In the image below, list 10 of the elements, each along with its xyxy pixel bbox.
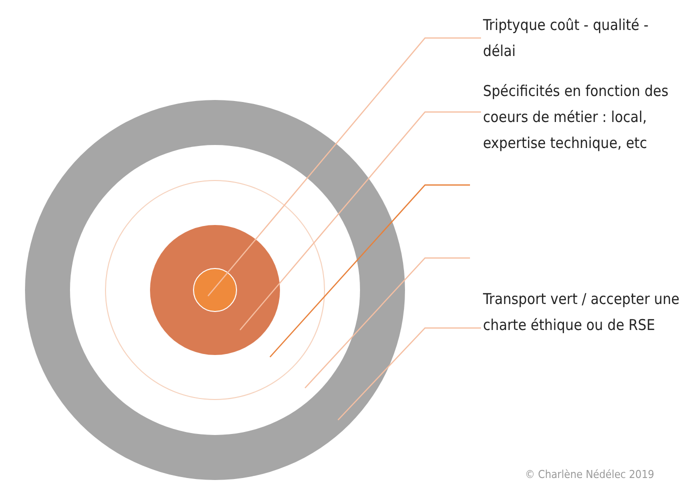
leader-line: [338, 327, 481, 420]
leader-line: [270, 184, 470, 358]
center-circle: [193, 268, 237, 312]
leader-line: [208, 37, 481, 296]
callout-text: Spécificités en fonction des coeurs de métier : local, expertise technique, etc: [483, 78, 683, 156]
copyright-note: © Charlène Nédélec 2019: [525, 468, 654, 481]
callout-text: Transport vert / accepter une charte éthique ou de RSE: [483, 286, 683, 338]
callout-text: Triptyque coût - qualité - délai: [483, 12, 683, 64]
leader-line: [304, 257, 470, 388]
leader-line: [240, 111, 481, 330]
